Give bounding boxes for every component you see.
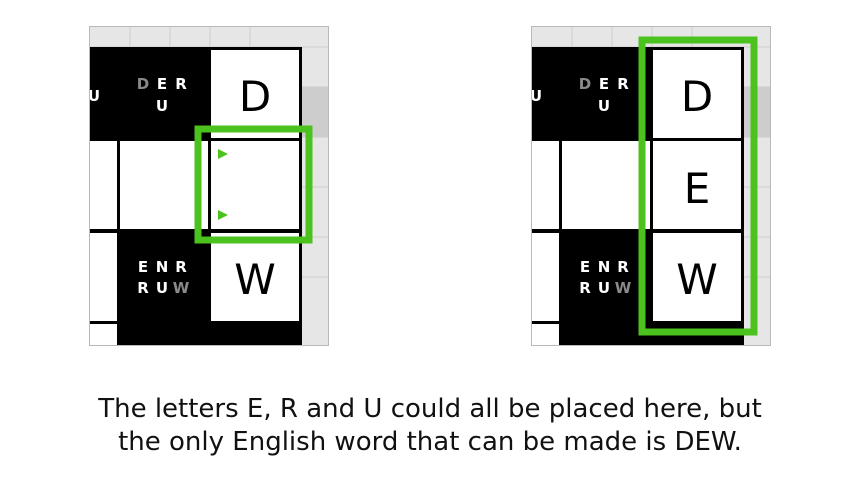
caption: The letters E, R and U could all be plac…	[0, 393, 860, 459]
hint-letter: E	[138, 258, 148, 276]
hint-letter: R	[579, 279, 591, 297]
puzzle-panel-before: D W U D E R U E N R R U W	[89, 26, 329, 346]
blank-cell[interactable]	[90, 233, 117, 321]
selection-highlight	[194, 125, 313, 244]
caption-line-1: The letters E, R and U could all be plac…	[98, 394, 762, 424]
hint-letter: N	[156, 258, 169, 276]
hint-letter: U	[156, 97, 168, 115]
answer-cell-top[interactable]	[653, 50, 741, 138]
blank-cell[interactable]	[532, 233, 559, 321]
arrow-right-icon	[218, 149, 228, 159]
hint-letter: N	[598, 258, 611, 276]
answer-letter: D	[239, 72, 271, 121]
blank-cell[interactable]	[90, 324, 117, 346]
hint-letter: D	[137, 75, 149, 93]
answer-cell-bottom[interactable]	[653, 233, 741, 321]
hint-letters-top: U D E R U	[532, 75, 629, 115]
blank-cell[interactable]	[532, 141, 559, 229]
hint-letter: U	[598, 97, 610, 115]
answer-cell-bottom[interactable]	[211, 233, 299, 321]
answer-cell-top[interactable]	[211, 50, 299, 138]
hint-letter: U	[532, 87, 542, 105]
hint-letters-bottom: E N R R U W	[137, 258, 190, 297]
hint-letter: U	[90, 87, 100, 105]
blank-cell[interactable]	[120, 141, 208, 229]
hint-letters-top: U D E R U	[90, 75, 187, 115]
answer-letter: E	[684, 164, 711, 213]
hint-letter: W	[173, 279, 190, 297]
hint-letter: U	[156, 279, 168, 297]
hint-letter: E	[157, 75, 167, 93]
hint-letter: D	[579, 75, 591, 93]
hint-letters-bottom: E N R R U W	[579, 258, 632, 297]
hint-letter: U	[598, 279, 610, 297]
word-highlight	[638, 36, 758, 336]
puzzle-panel-after: D E W U D E R U E N R R U W	[531, 26, 771, 346]
caption-line-2: the only English word that can be made i…	[118, 427, 742, 457]
hint-letter: R	[617, 75, 629, 93]
hint-letter: R	[617, 258, 629, 276]
arrow-right-icon	[218, 210, 228, 220]
blank-cell[interactable]	[562, 141, 650, 229]
hint-letter: E	[580, 258, 590, 276]
answer-letter: D	[681, 72, 713, 121]
hint-letter: W	[615, 279, 632, 297]
answer-letter: W	[234, 255, 276, 304]
answer-letter: W	[676, 255, 718, 304]
answer-cell-middle[interactable]	[653, 141, 741, 229]
blank-cell[interactable]	[90, 141, 117, 229]
hint-letter: R	[137, 279, 149, 297]
hint-letter: R	[175, 258, 187, 276]
hint-letter: R	[175, 75, 187, 93]
hint-letter: E	[599, 75, 609, 93]
blank-cell[interactable]	[532, 324, 559, 346]
